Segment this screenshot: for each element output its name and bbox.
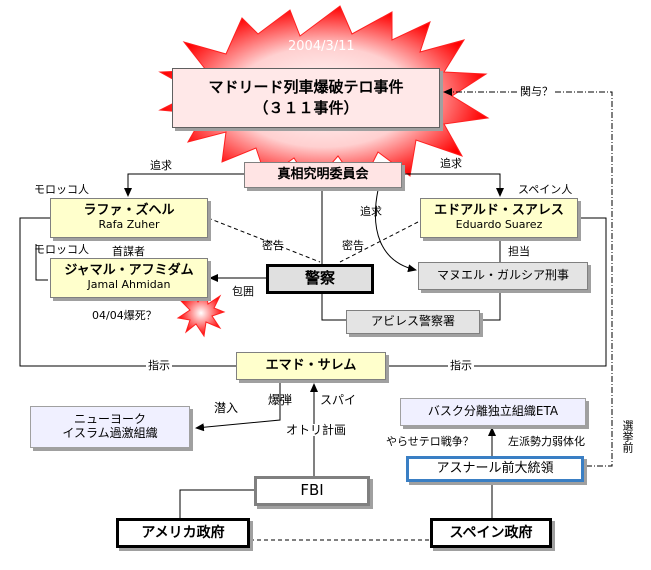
small-explosion bbox=[176, 288, 226, 338]
esgov-box: スペイン政府 bbox=[430, 518, 552, 548]
detective-box: マヌエル・ガルシア刑事 bbox=[418, 262, 588, 290]
fbi-box: FBI bbox=[254, 476, 370, 506]
event-title-box: マドリード列車爆破テロ事件 （３１１事件） bbox=[172, 68, 440, 128]
label-siege: 包囲 bbox=[232, 285, 254, 298]
ny-line2: イスラム過激組織 bbox=[62, 426, 158, 440]
label-instruct-left: 指示 bbox=[146, 359, 172, 372]
event-title: マドリード列車爆破テロ事件 bbox=[208, 77, 404, 96]
label-incharge: 担当 bbox=[508, 245, 530, 258]
aznar-box: アスナール前大統領 bbox=[406, 456, 584, 482]
rafa-roman: Rafa Zuher bbox=[98, 218, 160, 232]
police-box: 警察 bbox=[266, 264, 374, 294]
emad-box: エマド・サレム bbox=[236, 352, 386, 380]
label-involve: 関与？ bbox=[518, 85, 555, 98]
rafa-name: ラファ・ズヘル bbox=[83, 203, 175, 219]
eduardo-box: エドアルド・スアレス Eduardo Suarez bbox=[420, 198, 578, 238]
usgov-box: アメリカ政府 bbox=[116, 518, 250, 548]
jamal-name: ジャマル・アフミダム bbox=[64, 263, 194, 279]
ny-line1: ニューヨーク bbox=[73, 412, 146, 427]
label-decoy: オトリ計画 bbox=[286, 423, 347, 437]
label-ringleader: 首謀者 bbox=[112, 245, 145, 258]
label-pursuit-mid: 追求 bbox=[360, 205, 382, 218]
event-date: 2004/3/11 bbox=[288, 39, 355, 54]
eduardo-name: エドアルド・スアレス bbox=[434, 203, 564, 219]
label-pursuit-right: 追求 bbox=[440, 157, 462, 170]
label-death: 04/04爆死？ bbox=[92, 309, 157, 322]
label-bomb: 爆弾 bbox=[268, 393, 293, 407]
ny-box: ニューヨーク イスラム過激組織 bbox=[30, 406, 190, 448]
label-instruct-right: 指示 bbox=[448, 359, 474, 372]
label-moroccan-1: モロッコ人 bbox=[34, 183, 89, 196]
rafa-box: ラファ・ズヘル Rafa Zuher bbox=[50, 198, 208, 238]
station-box: アビレス警察署 bbox=[346, 310, 480, 334]
eta-box: バスク分離独立組織ETA bbox=[400, 398, 586, 426]
label-pursuit-left: 追求 bbox=[150, 159, 172, 172]
event-subtitle: （３１１事件） bbox=[253, 99, 359, 117]
label-tip-1: 密告 bbox=[262, 239, 284, 252]
label-weaken-left: 左派勢力弱体化 bbox=[508, 435, 585, 448]
eduardo-roman: Eduardo Suarez bbox=[455, 218, 543, 232]
label-tip-2: 密告 bbox=[342, 239, 364, 252]
jamal-box: ジャマル・アフミダム Jamal Ahmidan bbox=[50, 258, 208, 298]
label-false-flag: やらせテロ戦争？ bbox=[386, 435, 474, 448]
committee-box: 真相究明委員会 bbox=[244, 162, 402, 188]
label-spy: スパイ bbox=[320, 393, 357, 407]
jamal-roman: Jamal Ahmidan bbox=[87, 278, 171, 292]
label-spanish: スペイン人 bbox=[518, 183, 573, 196]
label-pre-election: 選挙前 bbox=[621, 420, 634, 453]
label-infiltrate: 潜入 bbox=[214, 401, 239, 415]
label-moroccan-2: モロッコ人 bbox=[34, 243, 89, 256]
